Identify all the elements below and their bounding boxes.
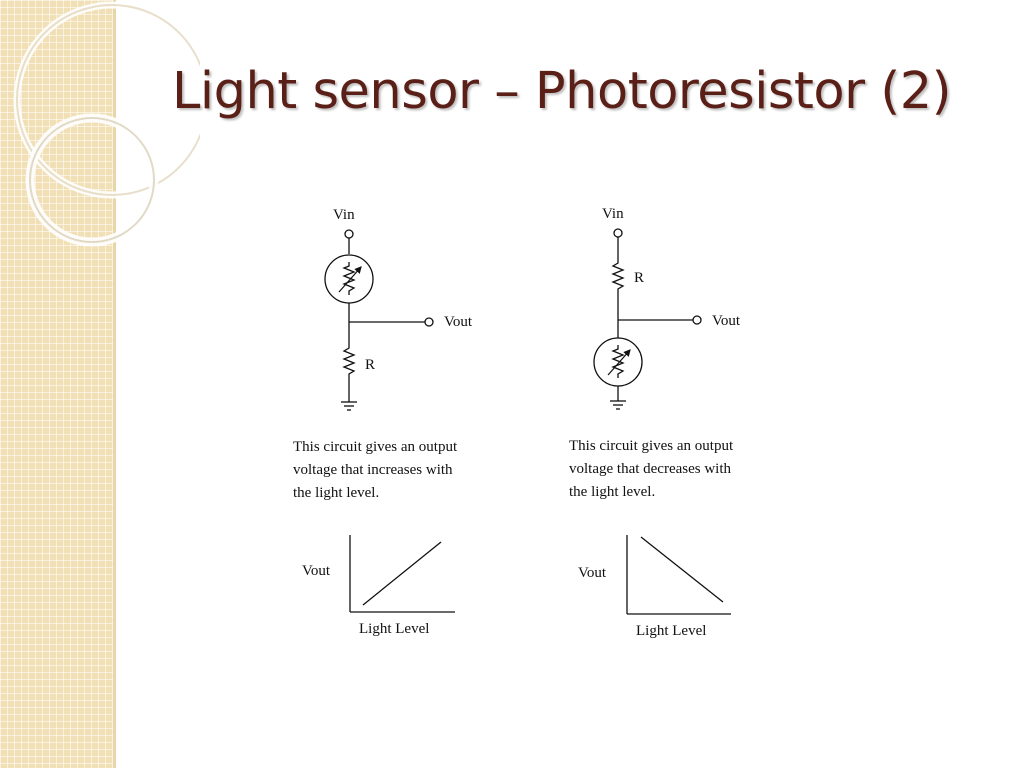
photoresistor-symbol (324, 254, 374, 304)
resistor-label: R (365, 357, 375, 373)
vin-terminal (613, 228, 623, 238)
graph-x-label: Light Level (359, 621, 429, 637)
graph-y-label: Vout (302, 563, 331, 579)
response-graph: Vout Light Level (302, 535, 455, 637)
circuit-description: This circuit gives an output voltage tha… (569, 438, 737, 500)
resistor-symbol (342, 344, 356, 378)
circuit-right: Vin R Vout This circuit gives an output … (569, 206, 741, 639)
vout-label: Vout (712, 313, 741, 329)
vout-label: Vout (444, 314, 473, 330)
vin-terminal (344, 229, 354, 239)
resistor-label: R (634, 270, 644, 286)
deco-ring-large-shadow (16, 4, 200, 196)
vout-terminal (424, 317, 434, 327)
deco-ring-small-shadow (29, 117, 155, 243)
ground-symbol (610, 400, 626, 410)
circuit-left: Vin Vout R This circuit gives an output … (293, 207, 473, 637)
page-title: Light sensor – Photoresistor (2) (172, 62, 952, 121)
response-graph: Vout Light Level (578, 535, 731, 639)
photoresistor-symbol (593, 337, 643, 387)
resistor-symbol (611, 259, 625, 293)
graph-trend-line (362, 541, 442, 606)
graph-y-label: Vout (578, 565, 607, 581)
graph-trend-line (640, 536, 724, 603)
graph-x-label: Light Level (636, 623, 706, 639)
circuit-description: This circuit gives an output voltage tha… (293, 439, 461, 501)
ground-symbol (341, 401, 357, 411)
decorative-rings (13, 1, 200, 247)
vout-terminal (692, 315, 702, 325)
sidebar-edge (113, 0, 116, 768)
vin-label: Vin (602, 206, 624, 222)
vin-label: Vin (333, 207, 355, 223)
